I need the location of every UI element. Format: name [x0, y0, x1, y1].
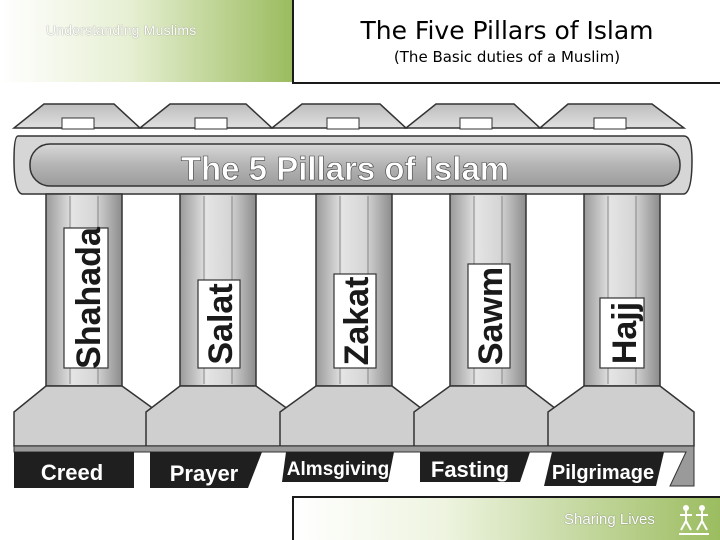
roof-section-2	[137, 103, 274, 130]
pillar-name-zakat: Zakat	[338, 277, 376, 366]
header-brand-panel	[0, 0, 294, 82]
header-divider	[292, 82, 720, 84]
two-stick-figures-icon	[679, 505, 709, 535]
roof-section-1	[11, 103, 142, 130]
meaning-pilgrimage: Pilgrimage	[552, 462, 654, 484]
roof-section-3	[269, 103, 408, 130]
pillars-diagram: The 5 Pillars of Islam	[11, 103, 695, 488]
footer-panel	[292, 498, 720, 540]
brand-text: Understanding Muslims	[46, 22, 197, 38]
meaning-creed: Creed	[41, 460, 103, 485]
page-title: The Five Pillars of Islam	[360, 16, 654, 45]
banner-title: The 5 Pillars of Islam	[181, 150, 509, 187]
page-subtitle: (The Basic duties of a Muslim)	[393, 48, 621, 66]
roof	[11, 103, 687, 130]
base-slab	[13, 445, 695, 488]
meaning-almsgiving: Almsgiving	[287, 459, 389, 480]
meaning-prayer: Prayer	[170, 461, 239, 486]
pillar-pedestals	[13, 385, 695, 447]
meaning-fasting: Fasting	[431, 457, 509, 482]
pillar-name-hajj: Hajj	[606, 302, 644, 364]
banner: The 5 Pillars of Islam	[13, 135, 693, 195]
footer-text: Sharing Lives	[564, 511, 655, 528]
pillar-name-salat: Salat	[202, 283, 240, 364]
pillar-name-shahada: Shahada	[70, 226, 108, 369]
roof-section-4	[403, 103, 542, 130]
pillar-plaques: Shahada Salat Zakat Sawm Hajj	[63, 226, 645, 369]
pillar-meanings: Creed Prayer Almsgiving Fasting Pilgrima…	[41, 457, 654, 486]
roof-section-5	[537, 103, 687, 130]
footer-divider	[292, 496, 720, 498]
pillar-name-sawm: Sawm	[472, 267, 510, 365]
